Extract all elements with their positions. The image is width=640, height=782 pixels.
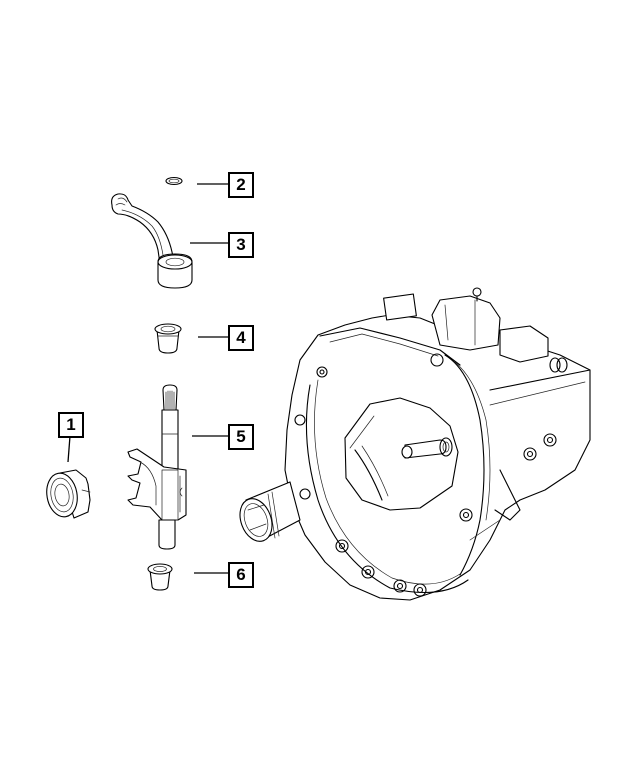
callout-2-label: 2 bbox=[236, 175, 246, 194]
release-bearing-drawing[interactable] bbox=[43, 469, 91, 519]
callout-4[interactable]: 4 bbox=[228, 325, 254, 351]
callout-3[interactable]: 3 bbox=[228, 232, 254, 258]
callout-6-label: 6 bbox=[236, 565, 246, 584]
leader-lines bbox=[67, 183, 228, 574]
callout-1[interactable]: 1 bbox=[58, 412, 84, 438]
callout-3-label: 3 bbox=[236, 235, 246, 254]
callout-1-label: 1 bbox=[66, 415, 76, 434]
retaining-clip-drawing[interactable] bbox=[165, 176, 183, 186]
callout-5[interactable]: 5 bbox=[228, 424, 254, 450]
release-lever-drawing[interactable] bbox=[111, 193, 193, 289]
callout-6[interactable]: 6 bbox=[228, 562, 254, 588]
transmission-housing-drawing bbox=[239, 287, 591, 601]
callout-4-label: 4 bbox=[236, 328, 246, 347]
release-fork-shaft-drawing[interactable] bbox=[127, 384, 187, 550]
lower-bushing-drawing[interactable] bbox=[147, 563, 173, 591]
callout-2[interactable]: 2 bbox=[228, 172, 254, 198]
callout-5-label: 5 bbox=[236, 427, 246, 446]
upper-bushing-drawing[interactable] bbox=[154, 323, 182, 354]
